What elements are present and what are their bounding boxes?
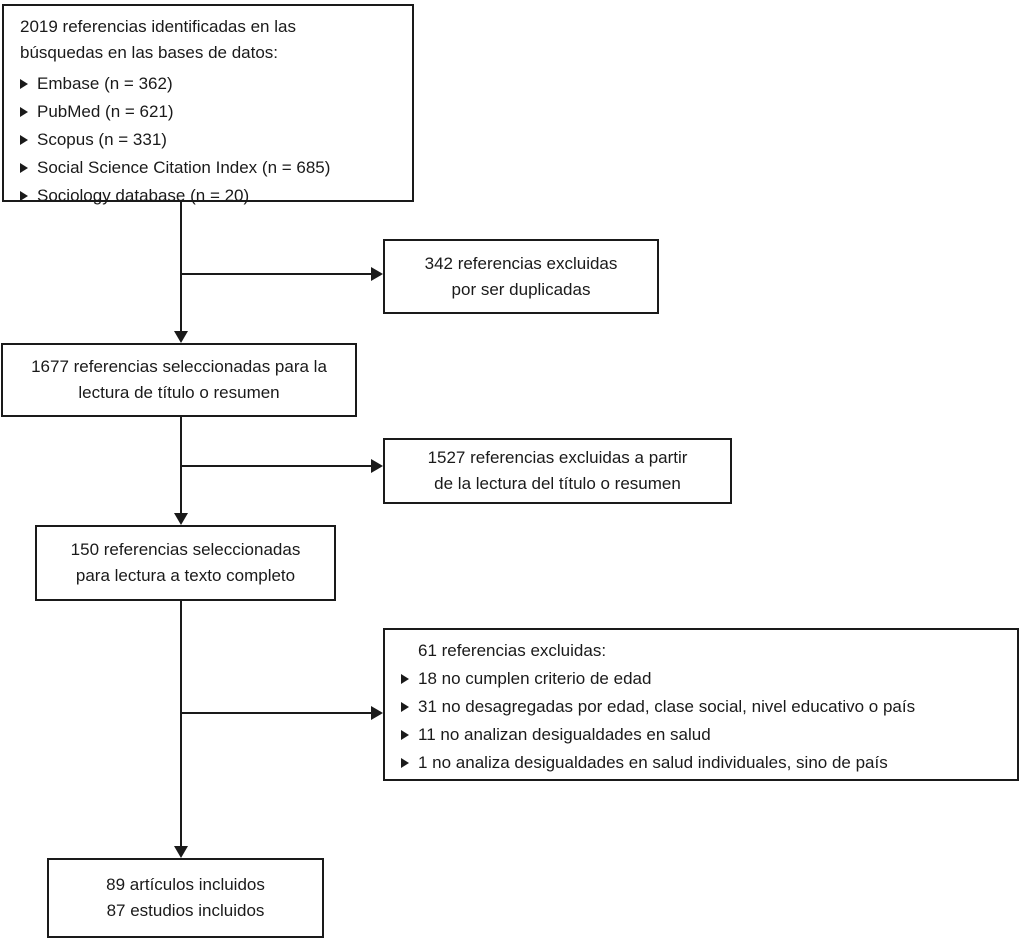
excluded-title-abstract-line2: de la lectura del título o resumen (434, 474, 681, 493)
arrowhead-down-icon (174, 331, 188, 343)
triangle-bullet-icon (401, 729, 409, 740)
identified-heading-line1: 2019 referencias identificadas en las (20, 17, 296, 36)
selected-fulltext-line2: para lectura a texto completo (75, 566, 296, 585)
flow-box-excluded-title-abstract: 1527 referencias excluidas a partir de l… (383, 438, 732, 504)
database-list-item: Embase (n = 362) (20, 70, 398, 97)
arrowhead-right-icon (371, 459, 383, 473)
exclusion-reason-item: 11 no analizan desigualdades en salud (401, 721, 1003, 748)
arrowhead-right-icon (371, 267, 383, 281)
flow-box-included: 89 artículos incluidos 87 estudios inclu… (47, 858, 324, 938)
triangle-bullet-icon (20, 190, 28, 201)
database-list-item: Social Science Citation Index (n = 685) (20, 154, 398, 181)
arrowhead-down-icon (174, 513, 188, 525)
flow-box-excluded-duplicates: 342 referencias excluidas por ser duplic… (383, 239, 659, 314)
exclusion-reason-item: 1 no analiza desigualdades en salud indi… (401, 749, 1003, 776)
arrowhead-down-icon (174, 846, 188, 858)
exclusion-reason-label: 1 no analiza desigualdades en salud indi… (418, 753, 888, 772)
connector-line (181, 273, 372, 275)
included-line2: 87 estudios incluidos (106, 901, 265, 920)
triangle-bullet-icon (401, 757, 409, 768)
triangle-bullet-icon (401, 701, 409, 712)
excluded-title-abstract-line1: 1527 referencias excluidas a partir (427, 448, 688, 467)
flow-box-selected-title-abstract: 1677 referencias seleccionadas para la l… (1, 343, 357, 417)
database-item-label: Embase (n = 362) (37, 74, 173, 93)
connector-line (180, 601, 182, 846)
triangle-bullet-icon (20, 134, 28, 145)
exclusion-reason-item: 18 no cumplen criterio de edad (401, 665, 1003, 692)
exclusion-reason-label: 18 no cumplen criterio de edad (418, 669, 652, 688)
connector-line (180, 202, 182, 332)
exclusion-reason-item: 31 no desagregadas por edad, clase socia… (401, 693, 1003, 720)
selected-title-abstract-line2: lectura de título o resumen (78, 383, 280, 402)
database-item-label: Scopus (n = 331) (37, 130, 167, 149)
database-list-item: PubMed (n = 621) (20, 98, 398, 125)
triangle-bullet-icon (401, 673, 409, 684)
connector-line (181, 712, 372, 714)
database-item-label: Sociology database (n = 20) (37, 186, 250, 205)
database-item-label: Social Science Citation Index (n = 685) (37, 158, 331, 177)
arrowhead-right-icon (371, 706, 383, 720)
included-line1: 89 artículos incluidos (106, 875, 265, 894)
exclusion-reason-label: 31 no desagregadas por edad, clase socia… (418, 697, 916, 716)
selected-fulltext-line1: 150 referencias seleccionadas (70, 540, 301, 559)
database-item-label: PubMed (n = 621) (37, 102, 174, 121)
flow-box-excluded-fulltext: 61 referencias excluidas: 18 no cumplen … (383, 628, 1019, 781)
triangle-bullet-icon (20, 106, 28, 117)
database-list-item: Sociology database (n = 20) (20, 182, 398, 209)
excluded-duplicates-line1: 342 referencias excluidas (424, 253, 618, 273)
excluded-duplicates-line2: por ser duplicadas (451, 279, 591, 299)
connector-line (181, 465, 372, 467)
exclusion-reason-label: 11 no analizan desigualdades en salud (418, 725, 711, 744)
database-list-item: Scopus (n = 331) (20, 126, 398, 153)
flow-box-identified: 2019 referencias identificadas en las bú… (2, 4, 414, 205)
selected-title-abstract-line1: 1677 referencias seleccionadas para la (31, 357, 327, 376)
triangle-bullet-icon (20, 78, 28, 89)
flow-box-selected-fulltext: 150 referencias seleccionadas para lectu… (35, 525, 336, 601)
excluded-fulltext-heading: 61 referencias excluidas: (418, 641, 607, 660)
triangle-bullet-icon (20, 162, 28, 173)
identified-heading-line2: búsquedas en las bases de datos: (20, 43, 279, 62)
